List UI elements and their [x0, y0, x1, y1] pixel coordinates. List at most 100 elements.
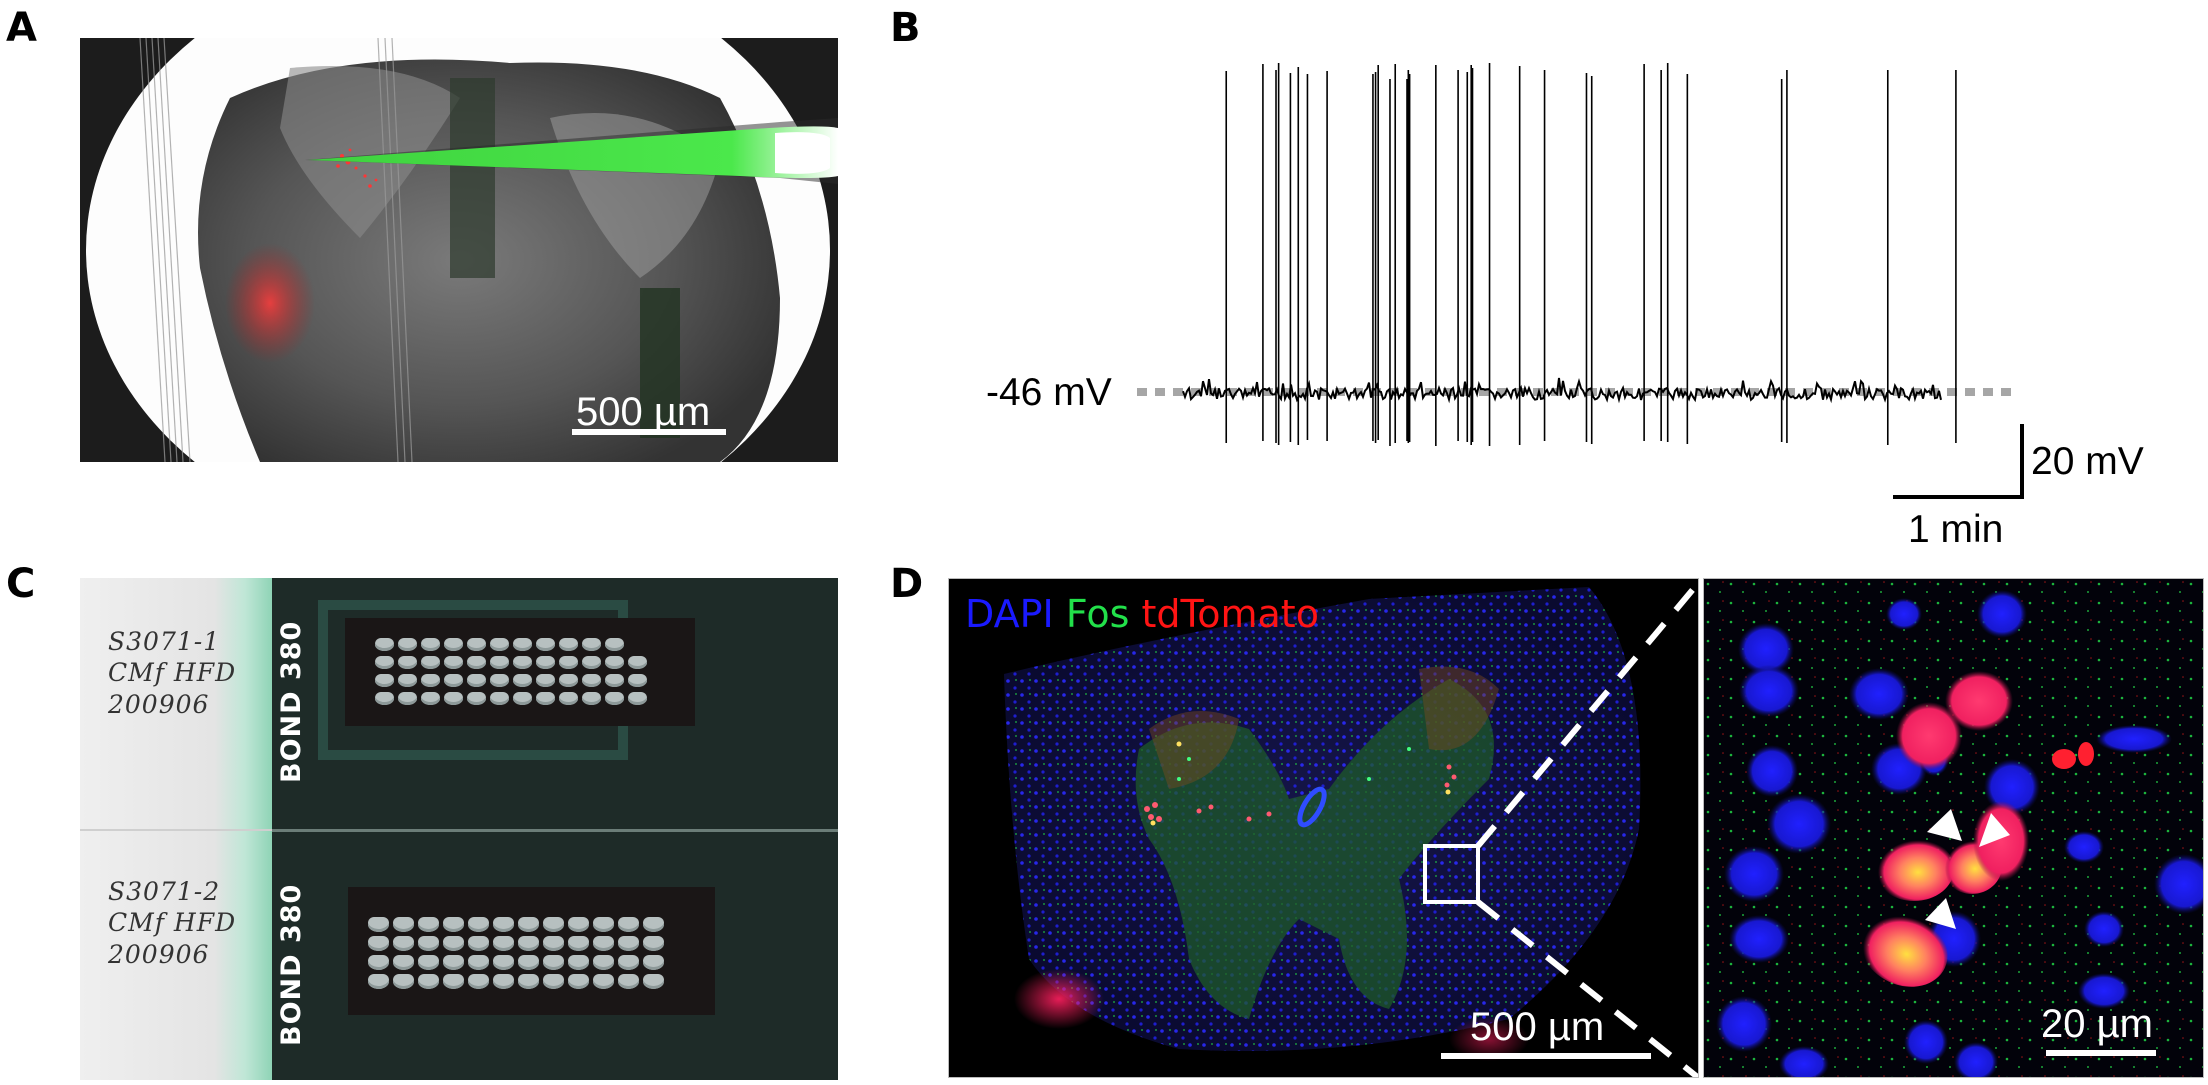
tissue-section [490, 674, 509, 687]
stain-label-tdtomato: tdTomato [1141, 592, 1319, 636]
tissue-section [536, 638, 555, 651]
inset-cells-fluorescence [1704, 579, 2203, 1077]
slide-2-label-line-1: S3071-2 [108, 877, 221, 906]
tissue-section [467, 656, 486, 669]
tissue-section [582, 674, 601, 687]
brightfield-fluorescence-image [80, 38, 838, 462]
tissue-section [421, 656, 440, 669]
tissue-section [559, 692, 578, 705]
tissue-section [490, 692, 509, 705]
tissue-section [393, 955, 414, 970]
tissue-section [493, 936, 514, 951]
zoom-line-top [1475, 579, 1698, 848]
tissue-section [421, 638, 440, 651]
tissue-section [605, 656, 624, 669]
scale-bar-d-inset [2046, 1050, 2156, 1056]
tissue-section [467, 674, 486, 687]
tissue-section [605, 674, 624, 687]
tissue-section [559, 674, 578, 687]
scale-bar-horizontal-label: 1 min [1908, 508, 2004, 551]
tissue-section [493, 974, 514, 989]
tissue-section [443, 917, 464, 932]
tissue-section [582, 656, 601, 669]
tissue-section [559, 638, 578, 651]
tissue-section [468, 917, 489, 932]
tissue-section [593, 955, 614, 970]
tissue-section [375, 638, 394, 651]
scale-bar-label-a: 500 µm [576, 390, 711, 434]
tissue-section [490, 656, 509, 669]
tissue-section [536, 656, 555, 669]
tissue-section [368, 955, 389, 970]
tissue-section [559, 656, 578, 669]
tissue-section [398, 692, 417, 705]
tissue-section [368, 974, 389, 989]
tissue-section [398, 674, 417, 687]
tissue-section [543, 974, 564, 989]
panel-d-overview-image: DAPI Fos tdTomato 500 µm [948, 578, 1699, 1078]
panel-c-slide-photo: S3071-1 CMf HFD 200906 BOND 380 S3071-2 … [80, 578, 838, 1080]
tissue-section [444, 674, 463, 687]
tissue-section [393, 974, 414, 989]
tissue-section [643, 917, 664, 932]
tissue-section [468, 955, 489, 970]
tissue-section [513, 638, 532, 651]
tissue-section [518, 955, 539, 970]
tissue-section [593, 917, 614, 932]
slide-1-handwritten-label: S3071-1 CMf HFD 200906 [108, 626, 236, 720]
tissue-section [493, 917, 514, 932]
tissue-section [618, 936, 639, 951]
tissue-section [468, 974, 489, 989]
tissue-section [618, 917, 639, 932]
tissue-section [628, 692, 647, 705]
tissue-section [568, 936, 589, 951]
slide-1-section-area [345, 618, 695, 726]
tissue-section [518, 917, 539, 932]
tissue-section [418, 974, 439, 989]
tissue-section [444, 656, 463, 669]
tissue-section [568, 955, 589, 970]
scale-bar-label-d-inset: 20 µm [2041, 1002, 2153, 1046]
slide-1-label-line-3: 200906 [108, 689, 210, 719]
tissue-section [582, 692, 601, 705]
slide-divider [272, 829, 838, 832]
tissue-section [543, 936, 564, 951]
tissue-section [444, 692, 463, 705]
tissue-section [393, 936, 414, 951]
arrowheads [1925, 809, 2010, 929]
slide-2-label-line-3: 200906 [108, 939, 210, 969]
tissue-section [628, 656, 647, 669]
tissue-section [398, 638, 417, 651]
tissue-section [375, 674, 394, 687]
stain-legend: DAPI Fos tdTomato [965, 595, 1319, 633]
tissue-section [443, 936, 464, 951]
panel-letter-c: C [6, 561, 36, 607]
tissue-section [443, 955, 464, 970]
zoom-region-box [1423, 844, 1480, 904]
tissue-section [467, 692, 486, 705]
tissue-section [421, 674, 440, 687]
tissue-section [418, 917, 439, 932]
tissue-section [368, 917, 389, 932]
paper-fold-line [80, 829, 272, 831]
tissue-section [467, 638, 486, 651]
tissue-section [568, 974, 589, 989]
slide-2-section-area [348, 887, 715, 1015]
tissue-section [543, 917, 564, 932]
tissue-section [643, 974, 664, 989]
tissue-section [368, 936, 389, 951]
tissue-section [375, 692, 394, 705]
zoom-line-bottom [1476, 899, 1698, 1077]
scale-bar-label-d-main: 500 µm [1470, 1005, 1605, 1049]
tissue-section [518, 936, 539, 951]
stain-label-fos: Fos [1065, 592, 1130, 636]
slide-1-label-line-2: CMf HFD [108, 658, 237, 688]
panel-letter-a: A [6, 5, 37, 51]
tissue-section [398, 656, 417, 669]
tissue-section [490, 638, 509, 651]
tissue-section [444, 638, 463, 651]
scale-bar-vertical-label: 20 mV [2031, 440, 2144, 483]
tissue-section [536, 674, 555, 687]
tissue-section [543, 955, 564, 970]
tissue-section [513, 656, 532, 669]
